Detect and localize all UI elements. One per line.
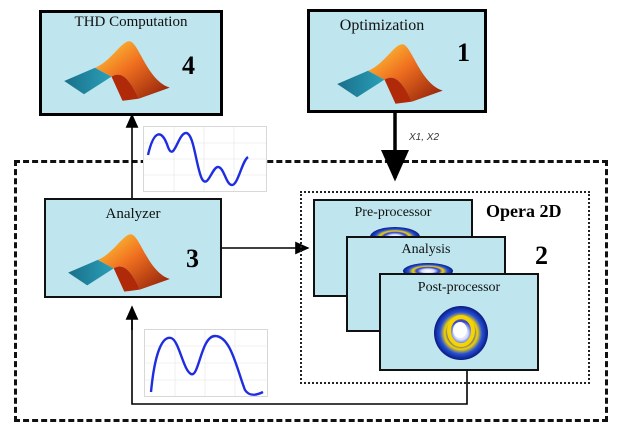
thd-computation-title: THD Computation — [74, 14, 188, 30]
opera-2d-region — [300, 191, 590, 384]
thd-computation-block: THD Computation 4 — [39, 10, 223, 116]
post-processor-block: Post-processor — [379, 273, 539, 371]
output-waveform-chart — [144, 127, 266, 191]
opera-2d-label: Opera 2D — [486, 201, 562, 221]
block-number-4: 4 — [182, 51, 195, 80]
opera-logo-icon — [434, 306, 488, 360]
post-processor-title: Post-processor — [417, 280, 501, 295]
output-waveform-plot — [143, 126, 267, 192]
matlab-logo-icon — [66, 230, 172, 294]
analyzer-title: Analyzer — [105, 206, 161, 222]
optimization-title: Optimization — [339, 17, 425, 34]
optimization-block: Optimization 1 — [307, 9, 487, 113]
pre-processor-title: Pre-processor — [354, 205, 432, 220]
system-boundary — [14, 160, 608, 422]
feedback-line — [131, 312, 468, 405]
analyzer-block: Analyzer 3 — [44, 198, 222, 298]
block-number-2: 2 — [535, 241, 548, 270]
block-number-3: 3 — [186, 244, 199, 273]
matlab-logo-icon — [335, 40, 445, 106]
matlab-logo-icon — [62, 37, 172, 103]
input-waveform-chart — [145, 330, 267, 396]
design-variables-label: X1, X2 — [409, 132, 440, 143]
block-number-1: 1 — [457, 38, 470, 67]
input-waveform-plot — [144, 329, 268, 397]
analysis-title: Analysis — [401, 242, 451, 257]
